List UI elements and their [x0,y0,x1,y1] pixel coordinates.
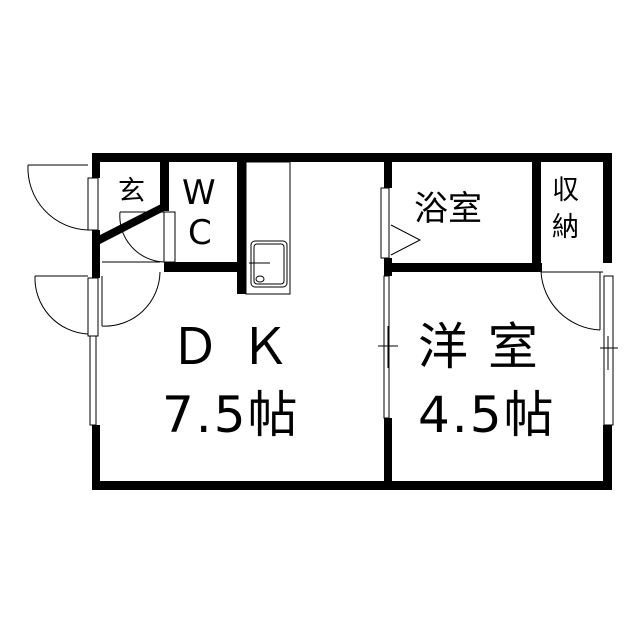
drain [255,275,265,283]
right-wall-upper [603,153,612,263]
kitchen-wall [237,153,246,294]
bath-door [380,187,390,259]
label-entrance: 玄 [118,176,145,207]
storage-door [540,271,603,331]
door-swing-left [34,275,89,335]
kitchen-counter [245,161,291,295]
left-wall-mid [92,230,100,278]
wc-door-frame [163,211,176,263]
left-window [89,335,97,426]
label-storage-2: 納 [552,212,579,243]
wc-door-swing [119,211,165,263]
label-dk-size: 7.5帖 [162,386,300,444]
label-western-size: 4.5帖 [418,386,556,444]
fixtures [27,161,618,426]
left-wall-bottom [92,425,100,490]
door-frame-top [87,177,99,231]
partition-top [384,153,392,188]
wc-left-wall [160,153,169,211]
door-frame-bottom [87,277,99,337]
label-bath: 浴室 [414,189,482,229]
sliding-door-1 [383,275,390,419]
right-window [603,275,614,426]
door-swing-top [27,164,89,231]
wc-bottom-wall [164,262,246,272]
sink [250,240,288,288]
diagonal-wall [100,202,168,244]
bottom-wall [92,481,612,490]
top-wall [92,153,612,162]
storage-wall [532,153,541,272]
bath-door-swing [390,224,422,256]
label-storage-1: 収 [552,175,579,206]
label-western: 洋 室 [418,318,540,376]
door-swing-dk [101,261,161,327]
left-wall-top [92,153,100,178]
right-wall-lower [603,425,612,490]
label-wc-w: W [182,173,216,213]
label-wc-c: C [188,213,212,253]
label-dk: Ｄ Ｋ [170,318,292,376]
sink-inner [253,243,285,285]
bath-bottom-wall [384,263,542,272]
partition-bottom [384,418,392,490]
